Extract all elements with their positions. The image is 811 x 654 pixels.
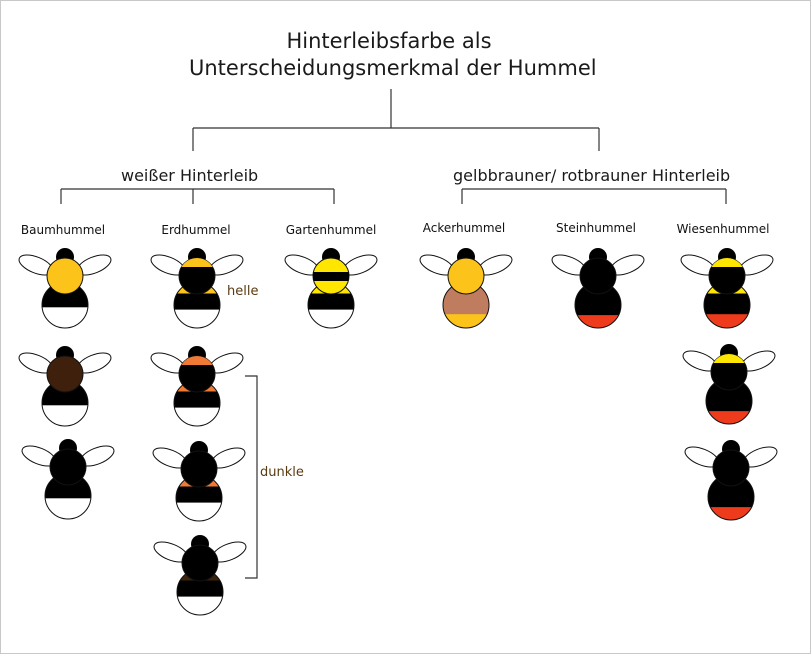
note-dunkle: dunkle [260, 465, 304, 480]
species-label-gartenhummel: Gartenhummel [285, 223, 377, 237]
diagram-title-line-1: Hinterleibsfarbe als [286, 29, 492, 53]
thorax-band-yellow [179, 258, 215, 267]
abdomen-band-black [704, 293, 750, 315]
abdomen-band-black [174, 293, 220, 311]
abdomen-band-black [177, 580, 223, 598]
thorax-band-lemon [711, 354, 747, 363]
abdomen-band-black [308, 293, 354, 311]
species-label-steinhummel: Steinhummel [556, 221, 636, 235]
thorax [181, 544, 219, 582]
thorax [579, 257, 617, 295]
thorax [180, 450, 218, 488]
abdomen-band-white [42, 405, 88, 426]
abdomen-band-white [42, 307, 88, 328]
bee-erd-1 [150, 248, 244, 329]
abdomen-band-white [308, 309, 354, 328]
thorax-band-black [313, 272, 349, 281]
abdomen-band-white [176, 502, 222, 521]
bee-baum-2 [18, 346, 112, 427]
thorax [712, 449, 750, 487]
bee-erd-2 [150, 346, 244, 427]
bee-erd-4 [153, 535, 247, 616]
thorax [447, 257, 485, 295]
species-label-ackerhummel: Ackerhummel [422, 221, 506, 235]
species-label-erdhummel: Erdhummel [161, 223, 231, 237]
thorax [46, 355, 84, 393]
thorax [49, 448, 87, 486]
thorax-band-orange [179, 356, 215, 365]
abdomen-band-black [176, 486, 222, 504]
bee-wiesen-3 [684, 440, 778, 521]
bee-wiesen-1 [680, 248, 774, 329]
note-helle: helle [227, 284, 259, 299]
abdomen-band-white [45, 498, 91, 519]
species-label-wiesenhummel: Wiesenhummel [676, 222, 770, 236]
abdomen-band-white [177, 596, 223, 615]
group-label-white: weißer Hinterleib [121, 166, 259, 185]
abdomen-band-black [174, 391, 220, 409]
group-label-brown: gelbbrauner/ rotbrauner Hinterleib [453, 166, 731, 185]
bee-baum-3 [21, 439, 115, 520]
bee-erd-3 [152, 441, 246, 522]
bee-garten-1 [284, 248, 378, 329]
abdomen-band-white [174, 407, 220, 426]
thorax [46, 257, 84, 295]
dunkle-bracket [245, 375, 258, 579]
species-label-baumhummel: Baumhummel [20, 223, 106, 237]
bee-acker-1 [419, 248, 513, 329]
thorax-band-lemon [709, 258, 745, 267]
diagram-title-line-2: Unterscheidungsmerkmal der Hummel [189, 56, 597, 80]
bee-baum-1 [18, 248, 112, 329]
bee-wiesen-2 [682, 344, 776, 425]
bee-stein-1 [551, 248, 645, 329]
abdomen-band-white [174, 309, 220, 328]
abdomen [174, 380, 220, 426]
